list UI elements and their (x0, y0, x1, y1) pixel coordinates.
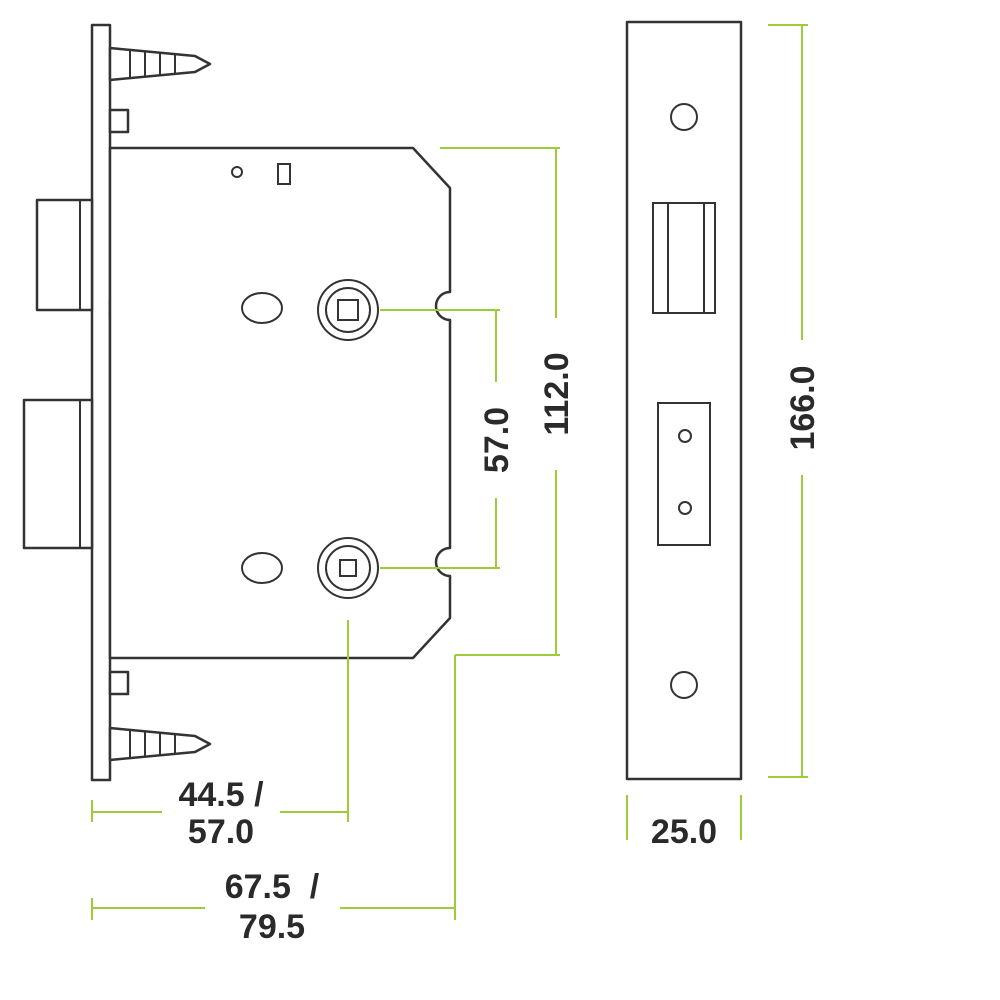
label-depth-a: 67.5 / (225, 868, 320, 906)
lock-front-view (625, 20, 743, 781)
faceplate-side (90, 23, 112, 782)
forend-plate (625, 20, 743, 781)
screw-top (108, 46, 212, 82)
latch-bolt (35, 198, 94, 312)
fixing-lug-bottom (108, 670, 130, 696)
label-backset-b: 57.0 (188, 813, 254, 851)
upper-follower (317, 279, 379, 341)
lower-follower (317, 537, 379, 599)
fixing-lug-top (108, 108, 130, 134)
label-case-height: 112.0 (538, 352, 576, 435)
latch-opening (652, 202, 716, 314)
label-forend-height: 166.0 (784, 365, 822, 450)
deadbolt-opening (657, 402, 711, 546)
case-tab (277, 163, 291, 185)
screw-bottom (108, 726, 212, 762)
dimension-lines-side (91, 147, 560, 920)
forend-screw-hole-top (670, 103, 698, 131)
label-backset-a: 44.5 / (178, 776, 264, 814)
label-follower-spacing: 57.0 (478, 407, 516, 473)
label-forend-width: 25.0 (651, 813, 717, 851)
forend-screw-hole-bottom (670, 671, 698, 699)
lock-case (108, 146, 452, 660)
fixing-slot-upper (241, 292, 283, 324)
dead-bolt (22, 398, 94, 550)
fixing-slot-lower (241, 552, 283, 584)
dimension-lines-front (626, 24, 808, 840)
lock-side-view (22, 23, 452, 782)
case-rivet (231, 166, 243, 178)
label-depth-b: 79.5 (239, 908, 305, 946)
